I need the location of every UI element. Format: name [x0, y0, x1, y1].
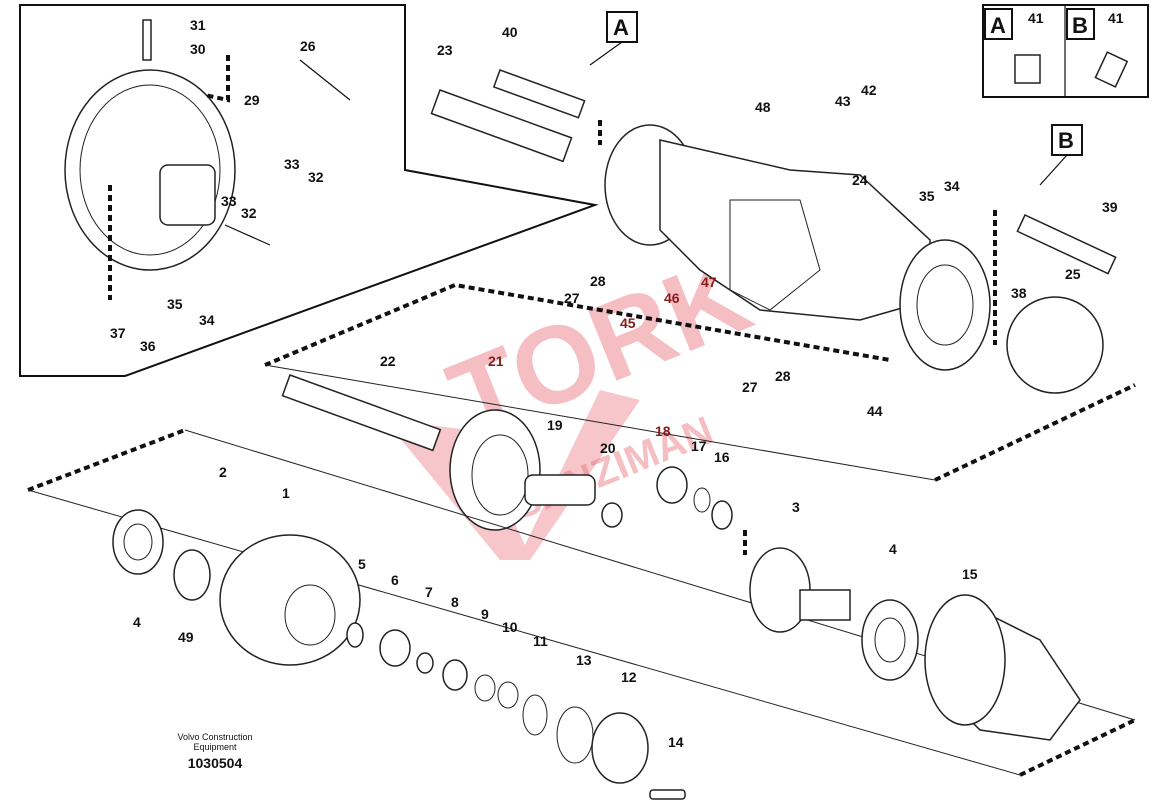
- part-label: 4: [889, 541, 897, 557]
- part-label: 24: [852, 172, 868, 188]
- part-label: 6: [391, 572, 399, 588]
- hub-assembly: [27, 428, 1136, 800]
- part-label: 14: [668, 734, 684, 750]
- legend-a-letter: A: [990, 13, 1006, 38]
- callout-b: B: [1039, 124, 1083, 186]
- part-label: 8: [451, 594, 459, 610]
- part-label: 16: [714, 449, 730, 465]
- svg-text:B: B: [1058, 128, 1074, 153]
- part-label: 42: [861, 82, 877, 98]
- part-label: 40: [502, 24, 518, 40]
- part-label: 13: [576, 652, 592, 668]
- part-label: 25: [1065, 266, 1081, 282]
- legend-b-part: 41: [1108, 10, 1124, 26]
- part-label: 18: [655, 423, 671, 439]
- legend-box: A B 41 41: [982, 4, 1149, 98]
- svg-text:A: A: [613, 15, 629, 40]
- part-label: 23: [437, 42, 453, 58]
- part-label: 3: [792, 499, 800, 515]
- part-label: 27: [742, 379, 758, 395]
- bolt-a-icon: [1014, 54, 1041, 84]
- part-label: 5: [358, 556, 366, 572]
- part-label: 10: [502, 619, 518, 635]
- part-label: 35: [919, 188, 935, 204]
- part-label: 46: [664, 290, 680, 306]
- part-label: 35: [167, 296, 183, 312]
- part-label: 32: [308, 169, 324, 185]
- part-label: 37: [110, 325, 126, 341]
- part-label: 4: [133, 614, 141, 630]
- part-label: 28: [775, 368, 791, 384]
- part-label: 34: [199, 312, 215, 328]
- part-label: 48: [755, 99, 771, 115]
- part-label: 2: [219, 464, 227, 480]
- callout-a: A: [589, 11, 638, 66]
- part-label: 7: [425, 584, 433, 600]
- part-label: 1: [282, 485, 290, 501]
- part-label: 15: [962, 566, 978, 582]
- part-label: 33: [221, 193, 237, 209]
- part-label: 38: [1011, 285, 1027, 301]
- part-label: 45: [620, 315, 636, 331]
- maker-name: Volvo Construction: [177, 732, 252, 742]
- part-label: 33: [284, 156, 300, 172]
- part-label: 21: [488, 353, 504, 369]
- detail-inset: [19, 4, 599, 377]
- part-label: 11: [533, 633, 548, 649]
- part-label: 47: [701, 274, 717, 290]
- part-label: 39: [1102, 199, 1118, 215]
- part-label: 49: [178, 629, 194, 645]
- part-label: 43: [835, 93, 851, 109]
- drawing-footer: Volvo Construction Equipment 1030504: [177, 732, 252, 771]
- part-label: 20: [600, 440, 616, 456]
- bolt-b-icon: [1094, 51, 1129, 88]
- part-label: 31: [190, 17, 206, 33]
- part-label: 17: [691, 438, 707, 454]
- part-label: 26: [300, 38, 316, 54]
- part-label: 28: [590, 273, 606, 289]
- part-label: 9: [481, 606, 489, 622]
- part-label: 34: [944, 178, 960, 194]
- part-label: 29: [244, 92, 260, 108]
- part-label: 44: [867, 403, 883, 419]
- maker-name-2: Equipment: [193, 742, 237, 752]
- legend-a-part: 41: [1028, 10, 1044, 26]
- part-labels: 31 30 26 29 33 32 33 32 35 34 37 36 23 4…: [110, 17, 1118, 750]
- part-label: 19: [547, 417, 563, 433]
- part-label: 27: [564, 290, 580, 306]
- part-label: 32: [241, 205, 257, 221]
- planetary-assembly: [264, 282, 1136, 531]
- part-label: 22: [380, 353, 396, 369]
- part-label: 12: [621, 669, 637, 685]
- part-label: 30: [190, 41, 206, 57]
- legend-b-letter: B: [1072, 13, 1088, 38]
- axle-housing: [430, 69, 1117, 394]
- part-label: 36: [140, 338, 156, 354]
- drawing-number: 1030504: [188, 755, 243, 771]
